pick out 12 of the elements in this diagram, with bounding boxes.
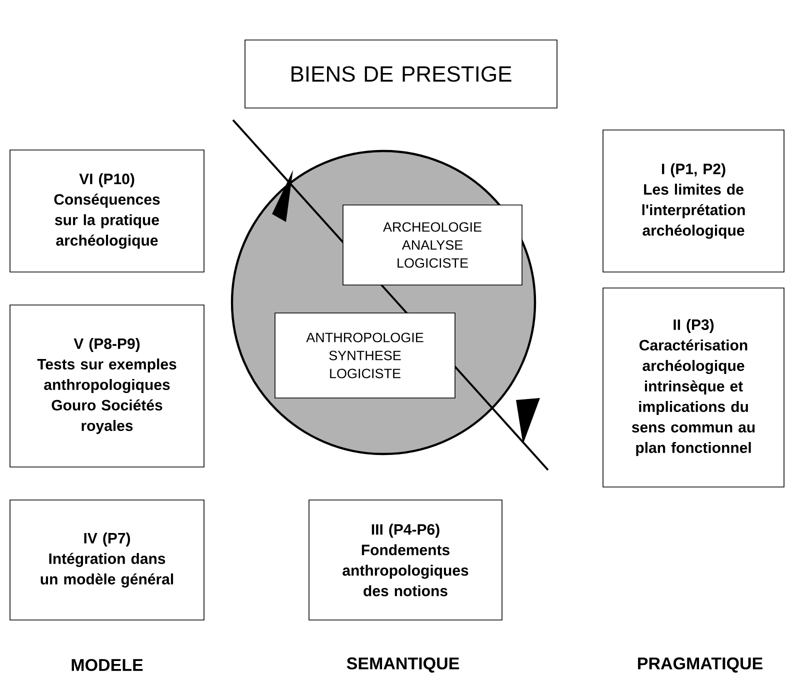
- discipline-box: ANTHROPOLOGIE SYNTHESE LOGICISTE: [274, 312, 456, 398]
- chapter-box: VI (P10) Conséquences sur la pratique archéologique: [10, 150, 204, 272]
- chapter-box: III (P4-P6) Fondements anthropologiques des notions: [308, 500, 502, 620]
- chapter-box: I (P1, P2) Les limites de l'interprétation archéologique: [602, 130, 784, 272]
- column-label: SEMANTIQUE: [346, 657, 460, 673]
- column-label: MODELE: [72, 658, 143, 672]
- title-box: BIENS DE PRESTIGE: [244, 40, 558, 108]
- chapter-box: IV (P7) Intégration dans un modèle général: [10, 500, 204, 620]
- column-label: PRAGMATIQUE: [638, 657, 762, 673]
- chapter-box: II (P3) Caractérisation archéologique intrinsèque et implications du sens commun au plan fonctionnel: [602, 288, 784, 488]
- discipline-box: ARCHEOLOGIE ANALYSE LOGICISTE: [342, 204, 522, 286]
- chapter-box: V (P8-P9) Tests sur exemples anthropologiques Gouro Sociétés royales: [10, 304, 204, 468]
